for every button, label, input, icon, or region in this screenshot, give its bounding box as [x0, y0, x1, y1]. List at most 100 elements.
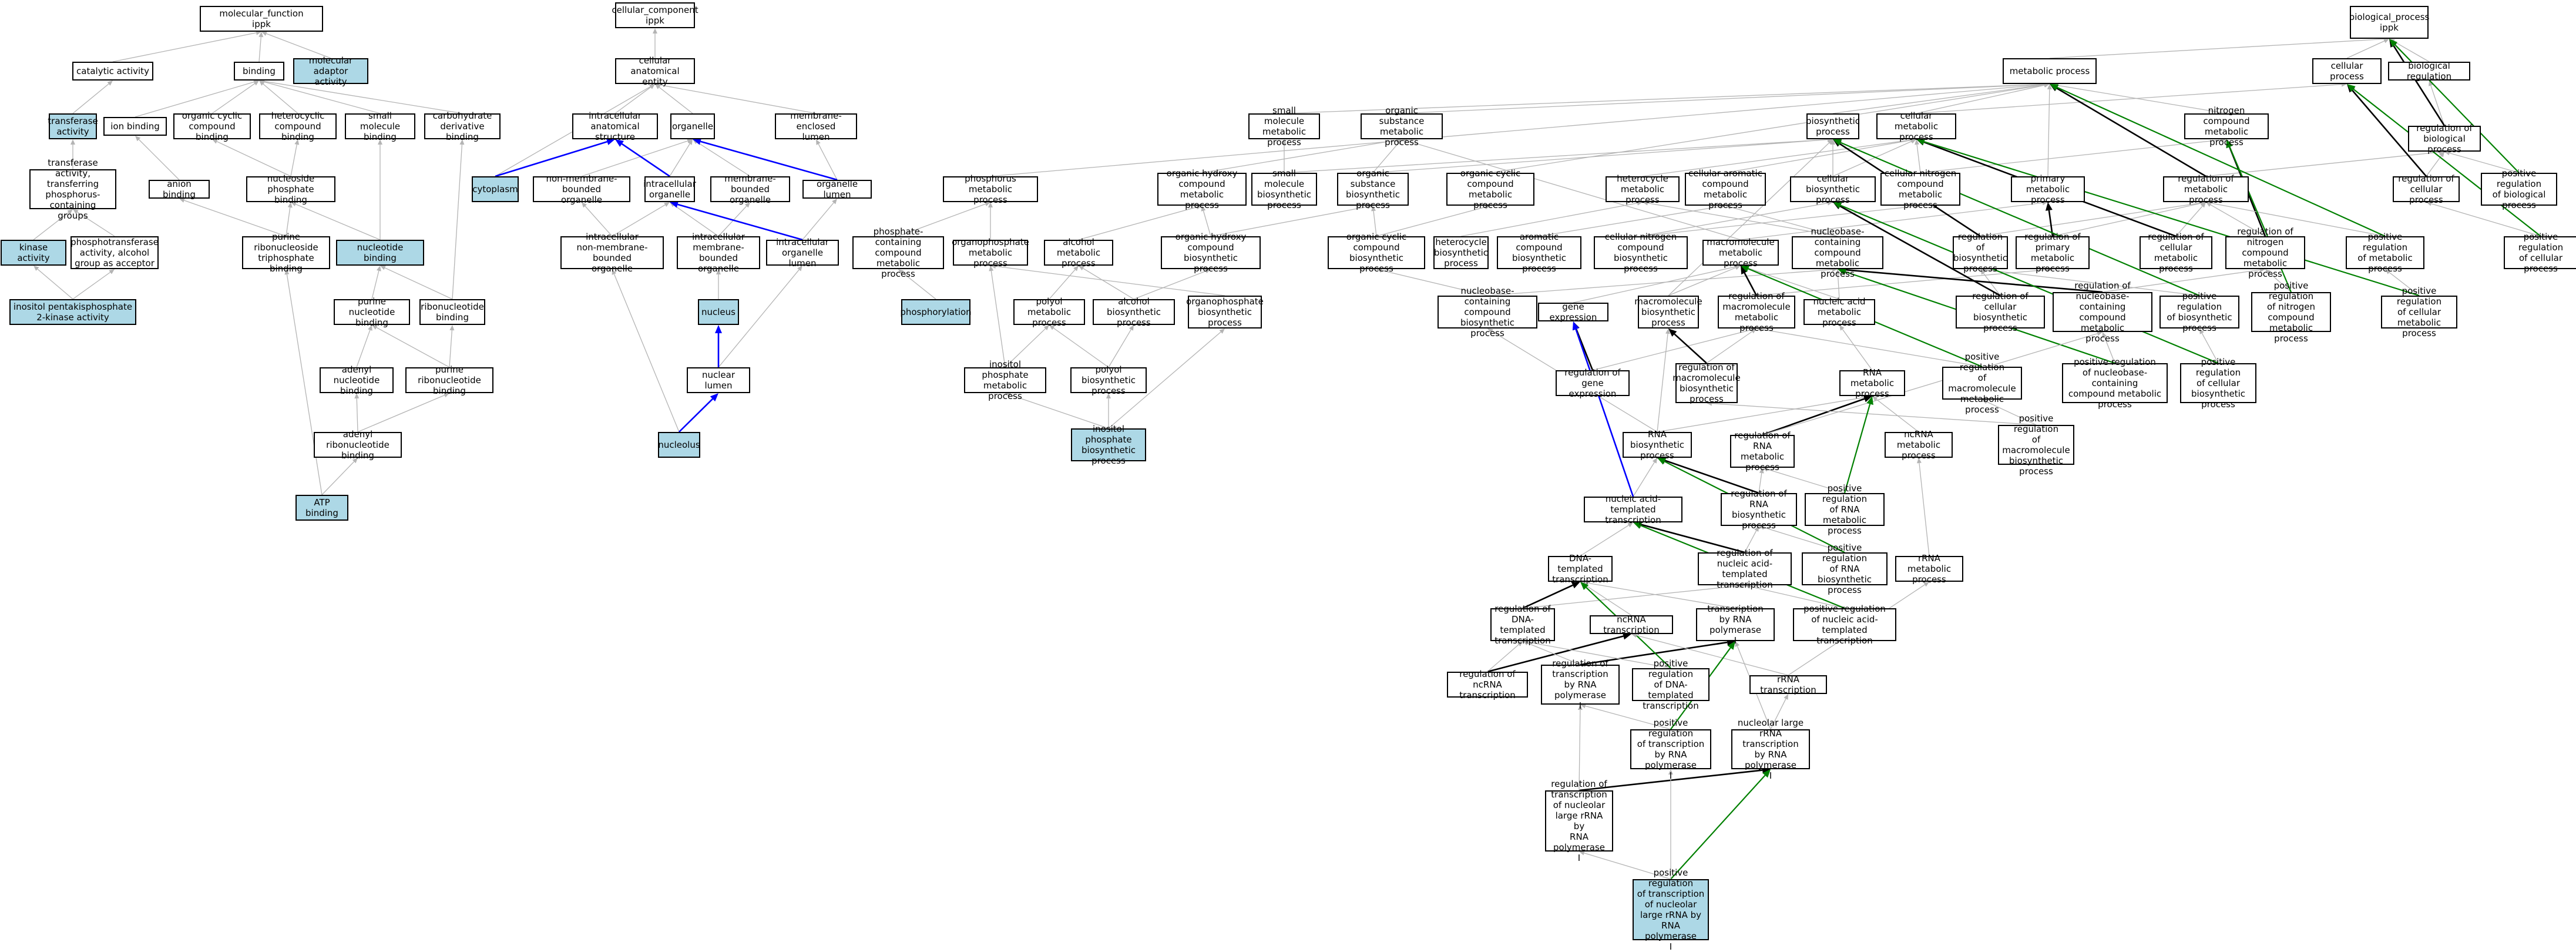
go-term-positive-regulation-of-dna-templated[interactable]: positive regulation of DNA-templated tra… [1632, 658, 1710, 711]
go-term-regulation-of-cellular-biosynthetic[interactable]: regulation of cellular biosynthetic proc… [1956, 291, 2045, 333]
go-term-gene-expression[interactable]: gene expression [1538, 301, 1608, 323]
go-term-positive-regulation-of-nucleobase-containing[interactable]: positive regulation of nucleobase-contai… [2062, 357, 2168, 410]
go-term-regulation-of-biological-process[interactable]: regulation of biological process [2408, 123, 2481, 155]
go-term-biological-regulation[interactable]: biological regulation [2388, 61, 2470, 82]
go-term-regulation-of-nucleic-acid-templated[interactable]: regulation of nucleic acid-templated tra… [1698, 548, 1792, 590]
go-term-nucleic-acid-metabolic-process[interactable]: nucleic acid metabolic process [1803, 296, 1875, 328]
go-term-nucleoside-phosphate-binding[interactable]: nucleoside phosphate binding [246, 173, 335, 205]
go-term-positive-regulation-of-cellular-biosynthetic[interactable]: positive regulation of cellular biosynth… [2180, 357, 2256, 410]
go-term-aromatic-compound-biosynthetic[interactable]: aromatic compound biosynthetic process [1497, 232, 1581, 274]
go-term-cellular-anatomical-entity[interactable]: cellular anatomical entity [615, 55, 695, 87]
go-term-positive-regulation-of-cellular-metabolic[interactable]: positive regulation of cellular metaboli… [2381, 286, 2457, 338]
go-term-binding[interactable]: binding [234, 62, 284, 81]
go-term-atp-binding[interactable]: ATP binding [295, 495, 348, 521]
go-term-dna-templated-transcription[interactable]: DNA-templated transcription [1548, 553, 1613, 585]
go-term-membrane-enclosed-lumen[interactable]: membrane-enclosed lumen [775, 110, 857, 142]
go-term-metabolic-process[interactable]: metabolic process [2003, 58, 2097, 84]
go-term-macromolecule-biosynthetic-process[interactable]: macromolecule biosynthetic process [1634, 296, 1702, 328]
go-term-phosphorylation[interactable]: phosphorylation [900, 299, 972, 325]
go-term-regulation-of-gene-expression[interactable]: regulation of gene expression [1556, 367, 1630, 399]
go-term-small-molecule-binding[interactable]: small molecule binding [345, 110, 415, 142]
go-term-cellular-aromatic-compound-metabolic[interactable]: cellular aromatic compound metabolic pro… [1685, 168, 1766, 210]
go-term-small-molecule-metabolic-process[interactable]: small molecule metabolic process [1248, 105, 1320, 148]
go-term-positive-regulation-of-nucleolar-large-rrna[interactable]: positive regulation of transcription of … [1633, 867, 1709, 952]
go-term-organelle[interactable]: organelle [670, 113, 715, 139]
go-term-regulation-of-cellular-metabolic[interactable]: regulation of cellular metabolic process [2140, 232, 2212, 274]
go-term-biosynthetic-process[interactable]: biosynthetic process [1806, 113, 1860, 139]
go-term-macromolecule-metabolic-process[interactable]: macromolecule metabolic process [1702, 237, 1779, 269]
go-term-positive-regulation-of-macromolecule-biosynthetic[interactable]: positive regulation of macromolecule bio… [1998, 413, 2074, 477]
go-term-intracellular-anatomical-structure[interactable]: intracellular anatomical structure [572, 110, 658, 142]
go-term-organic-hydroxy-compound-metabolic[interactable]: organic hydroxy compound metabolic proce… [1157, 168, 1247, 210]
go-term-regulation-of-rna-metabolic[interactable]: regulation of RNA metabolic process [1730, 430, 1795, 472]
go-term-cellular-process[interactable]: cellular process [2312, 58, 2382, 84]
go-term-positive-regulation-of-nucleic-acid-templated[interactable]: positive regulation of nucleic acid-temp… [1793, 604, 1896, 646]
go-term-purine-ribonucleotide-binding[interactable]: purine ribonucleotide binding [405, 364, 493, 396]
go-term-rrna-metabolic-process[interactable]: rRNA metabolic process [1895, 553, 1963, 585]
go-term-anion-binding[interactable]: anion binding [149, 179, 210, 200]
go-term-non-membrane-bounded-organelle[interactable]: non-membrane-bounded organelle [533, 173, 630, 205]
go-term-nucleolus[interactable]: nucleolus [658, 432, 700, 458]
go-term-nuclear-lumen[interactable]: nuclear lumen [687, 367, 750, 393]
go-term-molecular-adaptor-activity[interactable]: molecular adaptor activity [293, 55, 368, 87]
go-term-regulation-of-nucleolar-large-rrna[interactable]: regulation of transcription of nucleolar… [1545, 779, 1613, 863]
go-term-ncrna-transcription[interactable]: ncRNA transcription [1590, 614, 1673, 635]
go-term-organophosphate-biosynthetic[interactable]: organophosphate biosynthetic process [1186, 296, 1264, 328]
go-term-adenyl-ribonucleotide-binding[interactable]: adenyl ribonucleotide binding [314, 429, 402, 461]
go-term-positive-regulation-of-biosynthetic[interactable]: positive regulation of biosynthetic proc… [2159, 291, 2239, 333]
go-term-transferase-activity[interactable]: transferase activity [48, 113, 98, 139]
go-term-organic-cyclic-binding[interactable]: organic cyclic compound binding [173, 110, 251, 142]
go-term-small-molecule-biosynthetic[interactable]: small molecule biosynthetic process [1251, 168, 1317, 210]
go-term-regulation-of-nitrogen-compound-metabolic[interactable]: regulation of nitrogen compound metaboli… [2225, 226, 2305, 279]
go-term-nucleic-acid-templated-transcription[interactable]: nucleic acid-templated transcription [1584, 494, 1682, 525]
go-term-rna-biosynthetic-process[interactable]: RNA biosynthetic process [1623, 429, 1692, 461]
go-term-regulation-of-cellular-process[interactable]: regulation of cellular process [2393, 173, 2460, 205]
go-term-organic-substance-metabolic-process[interactable]: organic substance metabolic process [1361, 105, 1443, 148]
go-term-nucleobase-containing-compound-metabolic[interactable]: nucleobase-containing compound metabolic… [1792, 226, 1883, 279]
go-term-positive-regulation-of-cellular[interactable]: positive regulation of cellular process [2504, 232, 2576, 274]
go-term-organic-cyclic-compound-metabolic[interactable]: organic cyclic compound metabolic proces… [1446, 168, 1534, 210]
go-term-alcohol-biosynthetic-process[interactable]: alcohol biosynthetic process [1093, 296, 1175, 328]
go-term-transcription-by-rna-polymerase-i[interactable]: transcription by RNA polymerase I [1696, 604, 1775, 646]
go-term-carbohydrate-derivative-binding[interactable]: carbohydrate derivative binding [424, 110, 501, 142]
go-term-intracellular-membrane-bounded[interactable]: intracellular membrane-bounded organelle [677, 232, 760, 274]
go-term-nucleotide-binding[interactable]: nucleotide binding [336, 240, 424, 266]
go-term-alcohol-metabolic-process[interactable]: alcohol metabolic process [1044, 237, 1113, 269]
go-term-adenyl-nucleotide-binding[interactable]: adenyl nucleotide binding [320, 364, 394, 396]
go-term-nitrogen-compound-metabolic-process[interactable]: nitrogen compound metabolic process [2184, 105, 2269, 148]
go-term-cellular-nitrogen-compound-biosynthetic[interactable]: cellular nitrogen compound biosynthetic … [1594, 232, 1688, 274]
go-term-nucleus[interactable]: nucleus [698, 299, 739, 325]
go-term-heterocycle-biosynthetic-process[interactable]: heterocycle biosynthetic process [1433, 236, 1489, 269]
go-term-purine-ribonucleoside-tp-binding[interactable]: purine ribonucleoside triphosphate bindi… [242, 232, 330, 274]
go-term-heterocyclic-binding[interactable]: heterocyclic compound binding [259, 110, 337, 142]
go-term-organic-substance-biosynthetic[interactable]: organic substance biosynthetic process [1337, 168, 1409, 210]
go-term-cellular-nitrogen-compound-metabolic[interactable]: cellular nitrogen compound metabolic pro… [1880, 168, 1960, 210]
go-term-inositol-phosphate-biosynthetic[interactable]: inositol phosphate biosynthetic process [1071, 424, 1146, 466]
go-term-kinase-activity[interactable]: kinase activity [1, 240, 66, 266]
go-term-cytoplasm[interactable]: cytoplasm [472, 176, 519, 202]
go-term-phosphotransferase-alcohol[interactable]: phosphotransferase activity, alcohol gro… [70, 236, 159, 269]
go-term-organelle-lumen[interactable]: organelle lumen [802, 179, 872, 200]
go-term-ion-binding[interactable]: ion binding [103, 117, 167, 136]
go-term-regulation-of-primary-metabolic[interactable]: regulation of primary metabolic process [2016, 232, 2090, 274]
go-term-cellular-biosynthetic-process[interactable]: cellular biosynthetic process [1790, 173, 1876, 205]
go-term-ncrna-metabolic-process[interactable]: ncRNA metabolic process [1885, 429, 1953, 461]
go-term-polyol-metabolic-process[interactable]: polyol metabolic process [1013, 296, 1085, 328]
go-term-phosphorus-metabolic-process[interactable]: phosphorus metabolic process [943, 173, 1038, 205]
go-term-positive-regulation-of-biological[interactable]: positive regulation of biological proces… [2481, 168, 2557, 210]
go-term-regulation-of-ncrna-transcription[interactable]: regulation of ncRNA transcription [1447, 669, 1528, 700]
go-term-inositol-pentakisphosphate-kinase[interactable]: inositol pentakisphosphate 2-kinase acti… [9, 299, 136, 325]
go-term-cellular-metabolic-process[interactable]: cellular metabolic process [1876, 110, 1956, 142]
go-term-heterocycle-metabolic-process[interactable]: heterocycle metabolic process [1606, 173, 1680, 205]
go-term-positive-regulation-of-metabolic[interactable]: positive regulation of metabolic process [2346, 232, 2424, 274]
go-term-regulation-of-transcription-pol-i[interactable]: regulation of transcription by RNA polym… [1541, 658, 1620, 711]
go-term-regulation-of-biosynthetic-process[interactable]: regulation of biosynthetic process [1953, 232, 2008, 274]
go-term-catalytic-activity[interactable]: catalytic activity [72, 62, 153, 81]
go-term-purine-nucleotide-binding[interactable]: purine nucleotide binding [334, 296, 410, 328]
go-term-positive-regulation-of-macromolecule-metabolic[interactable]: positive regulation of macromolecule met… [1942, 351, 2022, 415]
go-term-polyol-biosynthetic-process[interactable]: polyol biosynthetic process [1070, 364, 1147, 396]
go-term-bp-root[interactable]: biological_process ippk [2349, 6, 2429, 39]
go-term-cc-root[interactable]: cellular_component ippk [612, 2, 698, 28]
go-term-regulation-of-macromolecule-biosynthetic[interactable]: regulation of macromolecule biosynthetic… [1672, 362, 1741, 404]
go-term-positive-regulation-of-nitrogen-compound[interactable]: positive regulation of nitrogen compound… [2251, 280, 2331, 344]
